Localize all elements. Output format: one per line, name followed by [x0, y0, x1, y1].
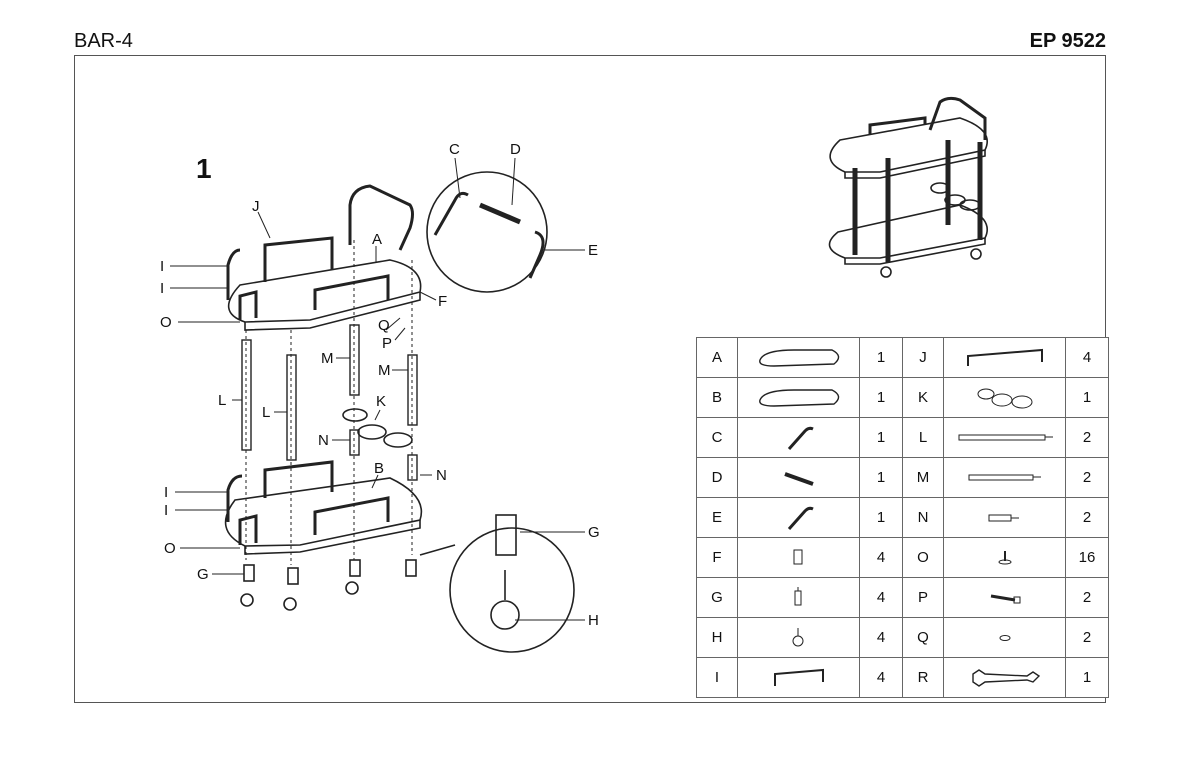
- part-quantity: 4: [1065, 337, 1109, 378]
- medium-leg-tube-icon: [943, 457, 1066, 498]
- part-letter: N: [902, 497, 944, 538]
- callout-n-2: N: [436, 467, 447, 484]
- part-quantity: 1: [859, 377, 903, 418]
- curved-handle-bar-icon: [737, 417, 860, 458]
- part-letter: C: [696, 417, 738, 458]
- callout-g-1: G: [197, 566, 209, 583]
- short-leg-tube-icon: [943, 497, 1066, 538]
- part-quantity: 1: [859, 497, 903, 538]
- part-letter: G: [696, 577, 738, 618]
- part-quantity: 4: [859, 617, 903, 658]
- callout-o-1: O: [160, 314, 172, 331]
- post-connector-icon: [737, 537, 860, 578]
- washer-icon: [943, 617, 1066, 658]
- callout-c: C: [449, 141, 460, 158]
- wrench-icon: [943, 657, 1066, 698]
- callout-m-1: M: [321, 350, 334, 367]
- part-letter: I: [696, 657, 738, 698]
- part-letter: P: [902, 577, 944, 618]
- part-quantity: 1: [1065, 377, 1109, 418]
- oval-top-shelf-icon: [737, 337, 860, 378]
- callout-m-2: M: [378, 362, 391, 379]
- product-code: EP 9522: [1029, 30, 1106, 52]
- callout-f: F: [438, 293, 447, 310]
- part-letter: B: [696, 377, 738, 418]
- curved-handle-bar-icon: [737, 497, 860, 538]
- callout-n-1: N: [318, 432, 329, 449]
- callout-i-2: I: [160, 280, 164, 297]
- callout-o-2: O: [164, 540, 176, 557]
- part-letter: Q: [902, 617, 944, 658]
- short-rail-icon: [737, 657, 860, 698]
- part-letter: D: [696, 457, 738, 498]
- callout-k: K: [376, 393, 386, 410]
- callout-g-2: G: [588, 524, 600, 541]
- part-quantity: 2: [1065, 577, 1109, 618]
- callout-p: P: [382, 335, 392, 352]
- callout-l-1: L: [218, 392, 226, 409]
- callout-i-4: I: [164, 502, 168, 519]
- part-quantity: 1: [1065, 657, 1109, 698]
- callout-b: B: [374, 460, 384, 477]
- part-letter: E: [696, 497, 738, 538]
- callout-q: Q: [378, 317, 390, 334]
- bottom-shelf-drawing: [224, 477, 423, 547]
- callout-l-2: L: [262, 404, 270, 421]
- step-number: 1: [196, 153, 212, 184]
- oval-bottom-shelf-icon: [737, 377, 860, 418]
- long-leg-tube-icon: [943, 417, 1066, 458]
- part-letter: K: [902, 377, 944, 418]
- part-quantity: 2: [1065, 457, 1109, 498]
- caster-detail-circle: [449, 527, 575, 653]
- model-name: BAR-4: [74, 30, 133, 52]
- part-quantity: 2: [1065, 617, 1109, 658]
- part-quantity: 4: [859, 577, 903, 618]
- caster-stem-icon: [737, 577, 860, 618]
- part-letter: A: [696, 337, 738, 378]
- part-quantity: 2: [1065, 417, 1109, 458]
- callout-i-1: I: [160, 258, 164, 275]
- part-letter: M: [902, 457, 944, 498]
- handle-detail-circle: [426, 171, 548, 293]
- part-quantity: 1: [859, 457, 903, 498]
- callout-j: J: [252, 198, 260, 215]
- part-letter: F: [696, 537, 738, 578]
- part-quantity: 2: [1065, 497, 1109, 538]
- callout-d: D: [510, 141, 521, 158]
- part-quantity: 1: [859, 417, 903, 458]
- part-letter: J: [902, 337, 944, 378]
- callout-i-3: I: [164, 484, 168, 501]
- assembled-trolley-preview: [828, 96, 988, 278]
- part-quantity: 16: [1065, 537, 1109, 578]
- callout-a: A: [372, 231, 382, 248]
- long-rail-icon: [943, 337, 1066, 378]
- part-letter: R: [902, 657, 944, 698]
- top-shelf-drawing: [227, 259, 422, 323]
- callout-h: H: [588, 612, 599, 629]
- bolt-icon: [943, 577, 1066, 618]
- part-quantity: 1: [859, 337, 903, 378]
- part-quantity: 4: [859, 537, 903, 578]
- part-letter: L: [902, 417, 944, 458]
- straight-handle-icon: [737, 457, 860, 498]
- callout-labels: I I O L L M M N N I I O G J A B K F Q P …: [160, 141, 600, 629]
- part-quantity: 4: [859, 657, 903, 698]
- screw-icon: [943, 537, 1066, 578]
- callout-e: E: [588, 242, 598, 259]
- bottle-rings-icon: [943, 377, 1066, 418]
- caster-wheel-icon: [737, 617, 860, 658]
- part-letter: H: [696, 617, 738, 658]
- part-letter: O: [902, 537, 944, 578]
